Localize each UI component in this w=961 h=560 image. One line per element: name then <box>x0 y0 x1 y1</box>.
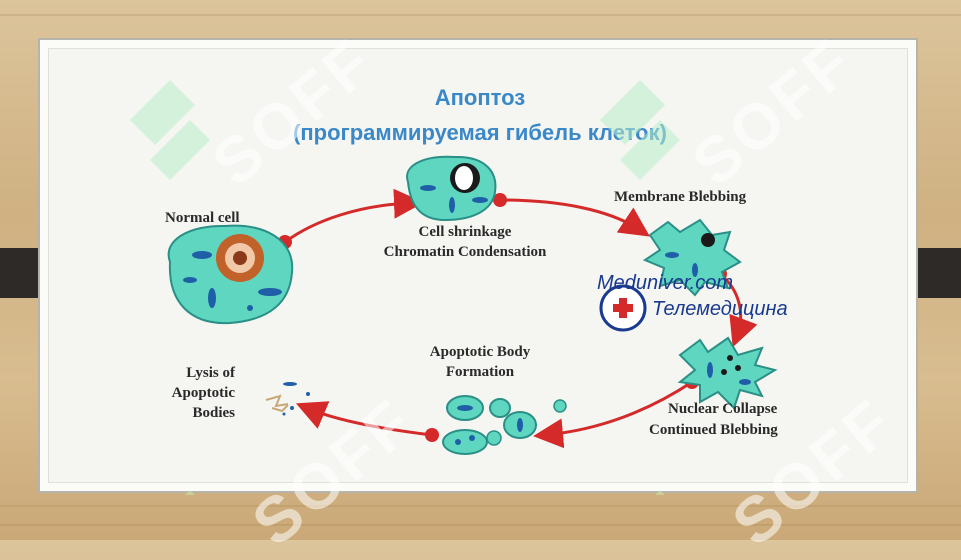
label-apoptotic-body: Apoptotic Body <box>429 344 531 360</box>
wood-grain <box>0 524 961 526</box>
shrunken-cell <box>406 155 497 222</box>
lysis-fragments <box>265 382 310 416</box>
label-cell-shrinkage: Cell shrinkage <box>418 224 512 240</box>
arrow-body-to-lysis <box>295 401 433 437</box>
arrow-normal-to-shrinkage <box>284 188 424 244</box>
wood-grain <box>0 14 961 16</box>
arrow-start-dot <box>425 428 439 442</box>
arrow-start-dot <box>493 193 507 207</box>
watermark-logo <box>130 80 680 495</box>
label-nuclear-collapse: Nuclear Collapse <box>668 401 778 417</box>
apoptosis-diagram <box>130 80 778 495</box>
slide-title: Апоптоз <box>434 85 526 110</box>
apoptotic-bodies <box>442 395 567 455</box>
collapsing-cell <box>677 336 778 410</box>
label-formation: Formation <box>445 364 515 380</box>
arrow-shrinkage-to-blebbing <box>499 198 650 237</box>
slide: Апоптоз (программируемая гибель клеток) <box>38 24 918 560</box>
label-chromatin-condensation: Chromatin Condensation <box>383 244 547 260</box>
arrow-collapse-to-body <box>533 380 693 449</box>
normal-cell <box>167 224 294 325</box>
site-watermark-url: Meduniver.com <box>597 272 733 294</box>
label-bodies: Bodies <box>192 405 235 421</box>
label-membrane-blebbing: Membrane Blebbing <box>614 189 747 205</box>
wood-grain <box>0 505 961 507</box>
label-normal-cell: Normal cell <box>165 210 240 226</box>
site-badge-emblem <box>599 284 647 332</box>
site-watermark-caption: Телемедицина <box>652 298 788 320</box>
label-apoptotic: Apoptotic <box>171 385 235 401</box>
label-continued-blebbing: Continued Blebbing <box>649 422 778 438</box>
blebbing-cell <box>642 218 742 297</box>
label-lysis-of: Lysis of <box>186 365 235 381</box>
